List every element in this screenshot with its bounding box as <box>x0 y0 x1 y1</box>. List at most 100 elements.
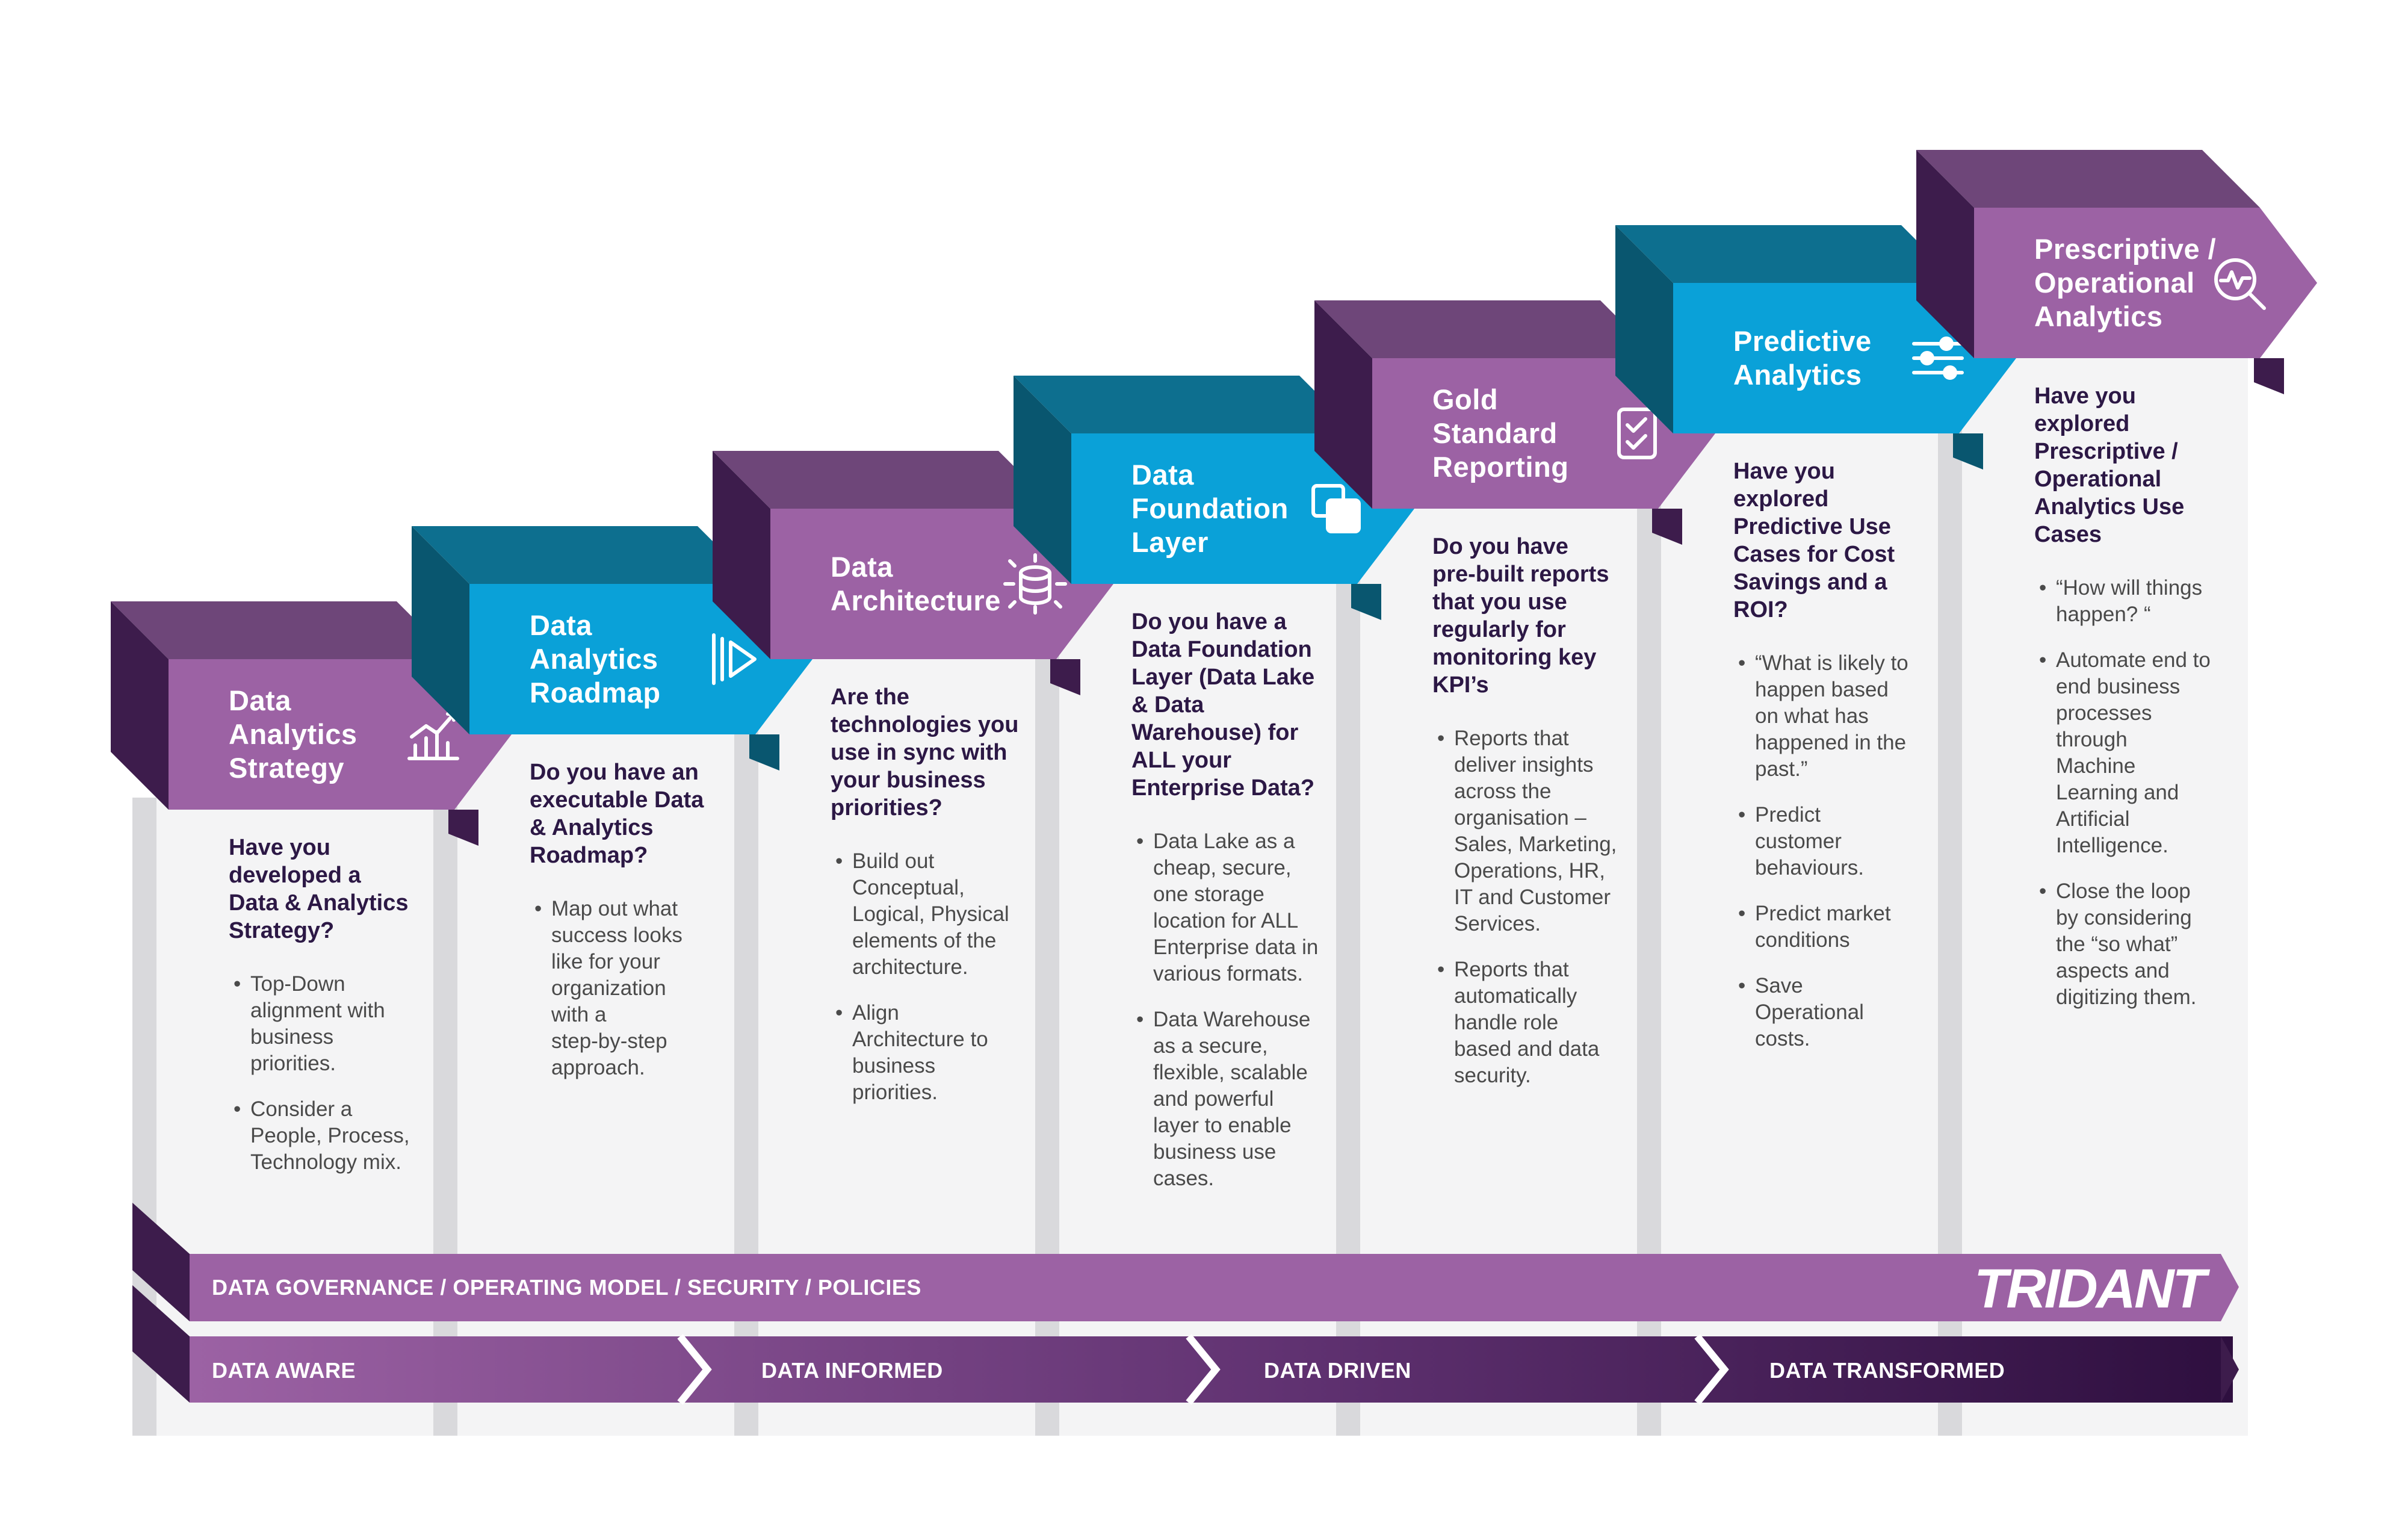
bullet-line: IT and Customer <box>1454 885 1611 909</box>
question-line: developed a <box>229 863 361 888</box>
icon-strokes <box>2219 270 2266 310</box>
bullet-line: Predict <box>1755 803 1821 826</box>
bullet-line: Artificial <box>2056 807 2130 831</box>
bullet-line: business use <box>1153 1140 1276 1164</box>
question-line: explored <box>2034 411 2129 436</box>
bullet-line: digitizing them. <box>2056 985 2196 1009</box>
bullet-line: Machine <box>2056 754 2135 778</box>
bullet-line: conditions <box>1755 928 1850 952</box>
arrow-top-face <box>111 601 454 659</box>
bullet-line: security. <box>1454 1064 1531 1087</box>
arrow-top-face <box>1314 300 1658 358</box>
bullet-line: Logical, Physical <box>852 902 1009 926</box>
bullet-line: by considering <box>2056 906 2192 929</box>
bullet-line: as a secure, <box>1153 1034 1268 1058</box>
bullet-line: through <box>2056 728 2128 751</box>
step-title-line: Architecture <box>831 585 1001 616</box>
bullet-line: Consider a <box>250 1097 353 1121</box>
arrow-front-face <box>1372 358 1715 509</box>
bullet-line: happened in the <box>1755 731 1906 754</box>
question-line: Savings and a <box>1733 569 1887 595</box>
bullet-line: Reports that <box>1454 958 1569 981</box>
arrow-top-face <box>713 451 1056 509</box>
bullet-line: Learning and <box>2056 781 2179 804</box>
icon-lens <box>2214 258 2256 300</box>
roadmap-flag-icon <box>712 633 757 685</box>
bullet-line: People, Process, <box>250 1124 410 1147</box>
question-line: your business <box>831 768 986 793</box>
stage-label: DATA TRANSFORMED <box>1769 1358 2005 1383</box>
bullet-line: Services. <box>1454 912 1541 935</box>
bullet-line: organisation – <box>1454 806 1586 830</box>
arrow-side-face <box>111 601 169 810</box>
arrow-tip-shadow <box>1652 509 1682 545</box>
icon-strokes <box>407 712 459 760</box>
stage-label: DATA DRIVEN <box>1264 1358 1411 1383</box>
question-line: executable Data <box>530 787 704 813</box>
governance-band: DATA GOVERNANCE / OPERATING MODEL / SECU… <box>132 1203 2239 1321</box>
bullet-line: success looks <box>551 923 682 947</box>
step-title-line: Data <box>1131 459 1194 491</box>
bullet-line: Architecture to <box>852 1028 988 1051</box>
arrow-side-face <box>1014 376 1071 584</box>
bullet-line: costs. <box>1755 1027 1810 1050</box>
layers-icon <box>1311 484 1361 533</box>
step-title-line: Strategy <box>229 752 344 784</box>
bullet-line: step-by-step <box>551 1029 667 1053</box>
bullet-line: organization <box>551 976 666 1000</box>
bullet-line: Data Warehouse <box>1153 1008 1310 1031</box>
bullet-line: “What is likely to <box>1755 651 1908 675</box>
stage-separator-chevron <box>677 1334 712 1405</box>
question-line: Layer (Data Lake <box>1131 665 1314 690</box>
step-title-line: Data <box>229 684 291 716</box>
arrow-tip-shadow <box>1953 433 1983 470</box>
bullet-line: one storage <box>1153 882 1264 906</box>
stage-separator-chevron <box>1186 1334 1221 1405</box>
bullet-line: handle role <box>1454 1011 1558 1034</box>
icon-knob-3 <box>1943 365 1957 380</box>
bullet-dot: • <box>2039 879 2046 903</box>
arrow-side-face <box>1916 150 1974 358</box>
arrow-side-face <box>1314 300 1372 509</box>
question-line: regularly for <box>1432 617 1566 642</box>
bullet-line: Save <box>1755 974 1803 997</box>
bullet-line: Align <box>852 1001 899 1025</box>
bullet-line: architecture. <box>852 955 968 979</box>
step-title-line: Analytics <box>2034 300 2162 332</box>
bullet-line: customer <box>1755 830 1842 853</box>
bullet-dot: • <box>1437 727 1444 750</box>
bullet-dot: • <box>1738 651 1745 675</box>
step-title-line: Data <box>530 609 592 641</box>
question-line: Prescriptive / <box>2034 439 2178 464</box>
bullet-dot: • <box>534 897 542 920</box>
step-1-panel <box>132 798 442 1436</box>
bullet-line: across the <box>1454 780 1551 803</box>
bullet-line: aspects and <box>2056 959 2170 982</box>
bullet-line: Enterprise data in <box>1153 935 1318 959</box>
arrow-front-face <box>469 584 812 734</box>
question-line: Have you <box>2034 383 2136 409</box>
bullet-line: Data Lake as a <box>1153 830 1295 853</box>
step-title-line: Foundation <box>1131 492 1289 524</box>
bullet-line: Automate end to <box>2056 648 2211 672</box>
stage-label: DATA AWARE <box>212 1358 356 1383</box>
arrow-side-face <box>713 451 770 659</box>
question-line: technologies you <box>831 712 1018 737</box>
